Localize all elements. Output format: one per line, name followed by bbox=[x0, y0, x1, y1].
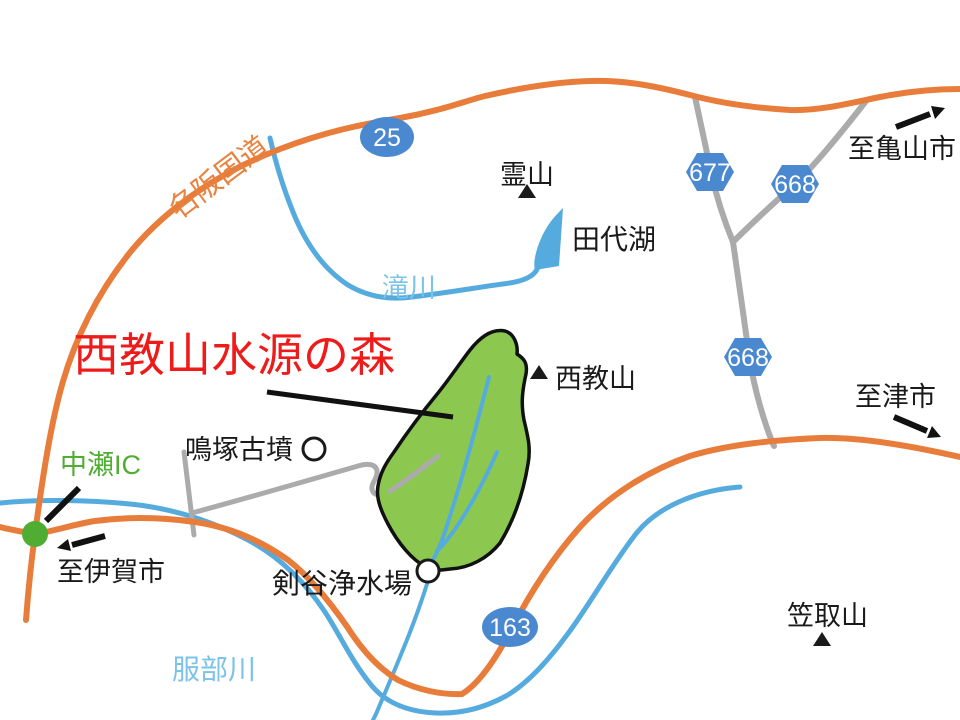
hattorigawa-label: 服部川 bbox=[172, 654, 256, 685]
badge-163-shape bbox=[482, 607, 538, 647]
badge-163-label: 163 bbox=[489, 614, 531, 642]
to-tsu-arrow bbox=[892, 414, 941, 438]
reizan-label: 霊山 bbox=[500, 160, 554, 190]
to-iga-arrow bbox=[57, 533, 106, 551]
national-road-layer bbox=[0, 77, 960, 698]
badge-668-north-shape bbox=[771, 165, 819, 203]
hattorigawa-river bbox=[0, 484, 743, 716]
tashiro-lake-label: 田代湖 bbox=[572, 224, 656, 255]
to-iga-label: 至伊賀市 bbox=[57, 557, 165, 587]
badge-668-south-label: 668 bbox=[727, 344, 769, 372]
road-163 bbox=[0, 434, 960, 698]
narizuka-kofun-label: 鳴塚古墳 bbox=[185, 435, 293, 465]
takigawa-river bbox=[267, 135, 541, 301]
forest-stream-branch bbox=[435, 450, 499, 553]
forest-streams bbox=[426, 375, 499, 569]
takigawa-label: 滝川 bbox=[382, 273, 436, 303]
badge-677-shape bbox=[686, 153, 734, 191]
kengatani-plant-label: 剣谷浄水場 bbox=[272, 568, 412, 599]
nakase-ic-dot bbox=[22, 521, 48, 547]
nakase-ic-pointer-line bbox=[43, 485, 82, 524]
meihan-road-label: 名阪国道 bbox=[163, 130, 276, 226]
river-layer bbox=[0, 135, 743, 720]
saikyozan-peak-icon bbox=[530, 365, 548, 379]
meihan-road-25 bbox=[23, 77, 960, 623]
road-inside-forest bbox=[387, 453, 441, 494]
to-kameyama-arrow bbox=[894, 106, 945, 130]
badge-25-shape bbox=[360, 117, 414, 157]
nakase-ic-label: 中瀬IC bbox=[60, 450, 141, 480]
kasatori-yama-label: 笠取山 bbox=[787, 601, 868, 631]
title-pointer-line bbox=[266, 389, 454, 420]
pointer-lines bbox=[43, 106, 945, 551]
kengatani-plant-marker bbox=[415, 558, 441, 584]
to-kameyama-label: 至亀山市 bbox=[848, 134, 956, 164]
road-to-forest bbox=[189, 461, 393, 516]
tashiro-lake-shape bbox=[534, 208, 563, 270]
route-badges: 25 677 668 668 163 bbox=[360, 117, 819, 647]
to-tsu-label: 至津市 bbox=[855, 382, 936, 412]
map-title: 西教山水源の森 bbox=[73, 329, 395, 381]
forest-stream-main bbox=[426, 375, 491, 569]
badge-25-label: 25 bbox=[373, 124, 401, 152]
badge-668-south-shape bbox=[724, 338, 772, 376]
mountain-markers bbox=[518, 184, 831, 646]
stream-below-plant bbox=[371, 579, 430, 720]
badge-677-label: 677 bbox=[689, 159, 731, 187]
badge-668-north-label: 668 bbox=[774, 171, 816, 199]
narizuka-kofun-marker bbox=[301, 436, 327, 462]
kasatori-peak-icon bbox=[813, 632, 831, 646]
saikyozan-label: 西教山 bbox=[555, 364, 636, 394]
reizan-peak-icon bbox=[518, 184, 536, 198]
